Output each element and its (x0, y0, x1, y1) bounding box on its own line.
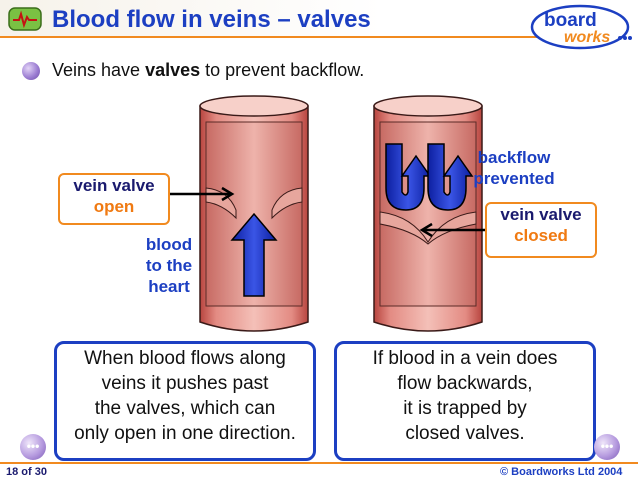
label-valve-open-line1: vein valve (73, 176, 155, 195)
vein-open-illustration (199, 95, 309, 332)
caption-left-line: only open in one direction. (74, 423, 296, 444)
label-blood-to-heart: blood to the heart (136, 234, 202, 297)
blood-line3: heart (148, 277, 190, 296)
page-title: Blood flow in veins – valves (52, 6, 371, 33)
previous-slide-button[interactable]: ••• (20, 434, 46, 460)
footer-divider (0, 462, 638, 464)
caption-left-line: When blood flows along (84, 348, 286, 369)
copyright-text: © Boardworks Ltd 2004 (500, 466, 623, 478)
bullet-icon (22, 62, 40, 80)
caption-left-line: veins it pushes past (101, 373, 269, 394)
caption-left-line: the valves, which can (94, 398, 276, 419)
backflow-line1: backflow (477, 148, 551, 167)
heart-monitor-icon (8, 7, 42, 31)
pointer-arrow-open (168, 186, 235, 202)
label-valve-closed-line2: closed (514, 226, 568, 245)
intro-text-before: Veins have (52, 60, 146, 80)
label-valve-open-line2: open (93, 197, 135, 216)
intro-text-after: to prevent backflow. (200, 60, 365, 80)
pointer-arrow-closed (419, 222, 486, 238)
boardworks-logo: board works (530, 4, 634, 50)
caption-right-line: closed valves. (405, 423, 525, 444)
page-number: 18 of 30 (6, 466, 47, 478)
blood-line1: blood (145, 235, 193, 254)
label-valve-open: vein valve open (58, 173, 170, 225)
caption-right-line: flow backwards, (397, 373, 533, 394)
next-slide-button[interactable]: ••• (594, 434, 620, 460)
blood-line2: to the (145, 256, 193, 275)
vein-closed-illustration (373, 95, 483, 332)
title-bar (0, 0, 638, 38)
intro-text-bold: valves (145, 60, 201, 80)
label-valve-closed: vein valve closed (485, 202, 597, 258)
logo-works-text: works (564, 29, 610, 46)
backflow-line2: prevented (473, 169, 555, 188)
caption-right-line: it is trapped by (403, 398, 527, 419)
intro-text: Veins have valves to prevent backflow. (52, 60, 364, 81)
label-valve-closed-line1: vein valve (500, 205, 582, 224)
caption-right-line: If blood in a vein does (372, 348, 558, 369)
logo-board-text: board (544, 10, 597, 31)
caption-left: When blood flows along veins it pushes p… (54, 341, 316, 461)
label-backflow-prevented: backflow prevented (460, 147, 568, 189)
caption-right: If blood in a vein does flow backwards, … (334, 341, 596, 461)
